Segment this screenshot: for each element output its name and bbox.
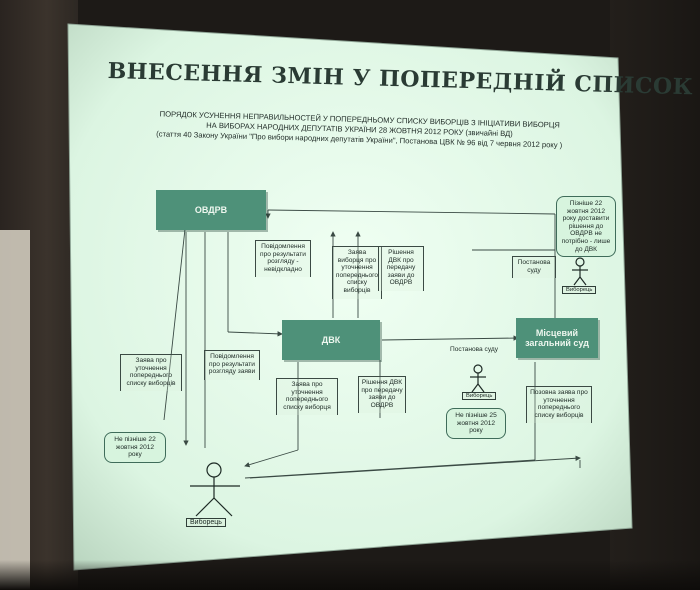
note-notify-voter: Повідомлення про результати розгляду зая… xyxy=(204,350,260,380)
floor-shadow xyxy=(0,560,700,590)
note-application-clarify-top: Заява виборця про уточнення попереднього… xyxy=(332,246,382,299)
note-application-voter: Заява про уточнення попереднього списку … xyxy=(276,378,338,416)
note-notify-ovdrv: Повідомлення про результати розгляду - н… xyxy=(255,240,311,278)
wall-light-strip xyxy=(0,230,30,590)
voter-court-mid-label: Виборець xyxy=(462,392,497,400)
note-application-left: Заява про уточнення попереднього списку … xyxy=(120,354,182,392)
deadline-bubble-left: Не пізніше 22 жовтня 2012 року xyxy=(104,432,166,463)
court-box: Місцевий загальний суд xyxy=(516,318,598,358)
voter-court-top-label: Виборець xyxy=(562,286,597,294)
voter-main-label: Виборець xyxy=(186,518,226,527)
ovdrv-box: ОВДРВ xyxy=(156,190,266,230)
court-decision-mid-label: Постанова суду xyxy=(450,346,499,353)
note-court-decision-top: Постанова суду xyxy=(512,256,556,279)
dvk-box: ДВК xyxy=(282,320,380,360)
note-claim: Позовна заява про уточнення попереднього… xyxy=(526,386,592,424)
deadline-bubble-mid: Не пізніше 25 жовтня 2012 року xyxy=(446,408,506,439)
note-dvk-decision-top: Рішення ДВК про передачу заяви до ОВДРВ xyxy=(378,246,424,291)
deadline-bubble-top-right: Пізніше 22 жовтня 2012 року доставити рі… xyxy=(556,196,616,258)
note-dvk-decision-bottom: Рішення ДВК про передачу заяви до ОВДРВ xyxy=(358,376,406,414)
